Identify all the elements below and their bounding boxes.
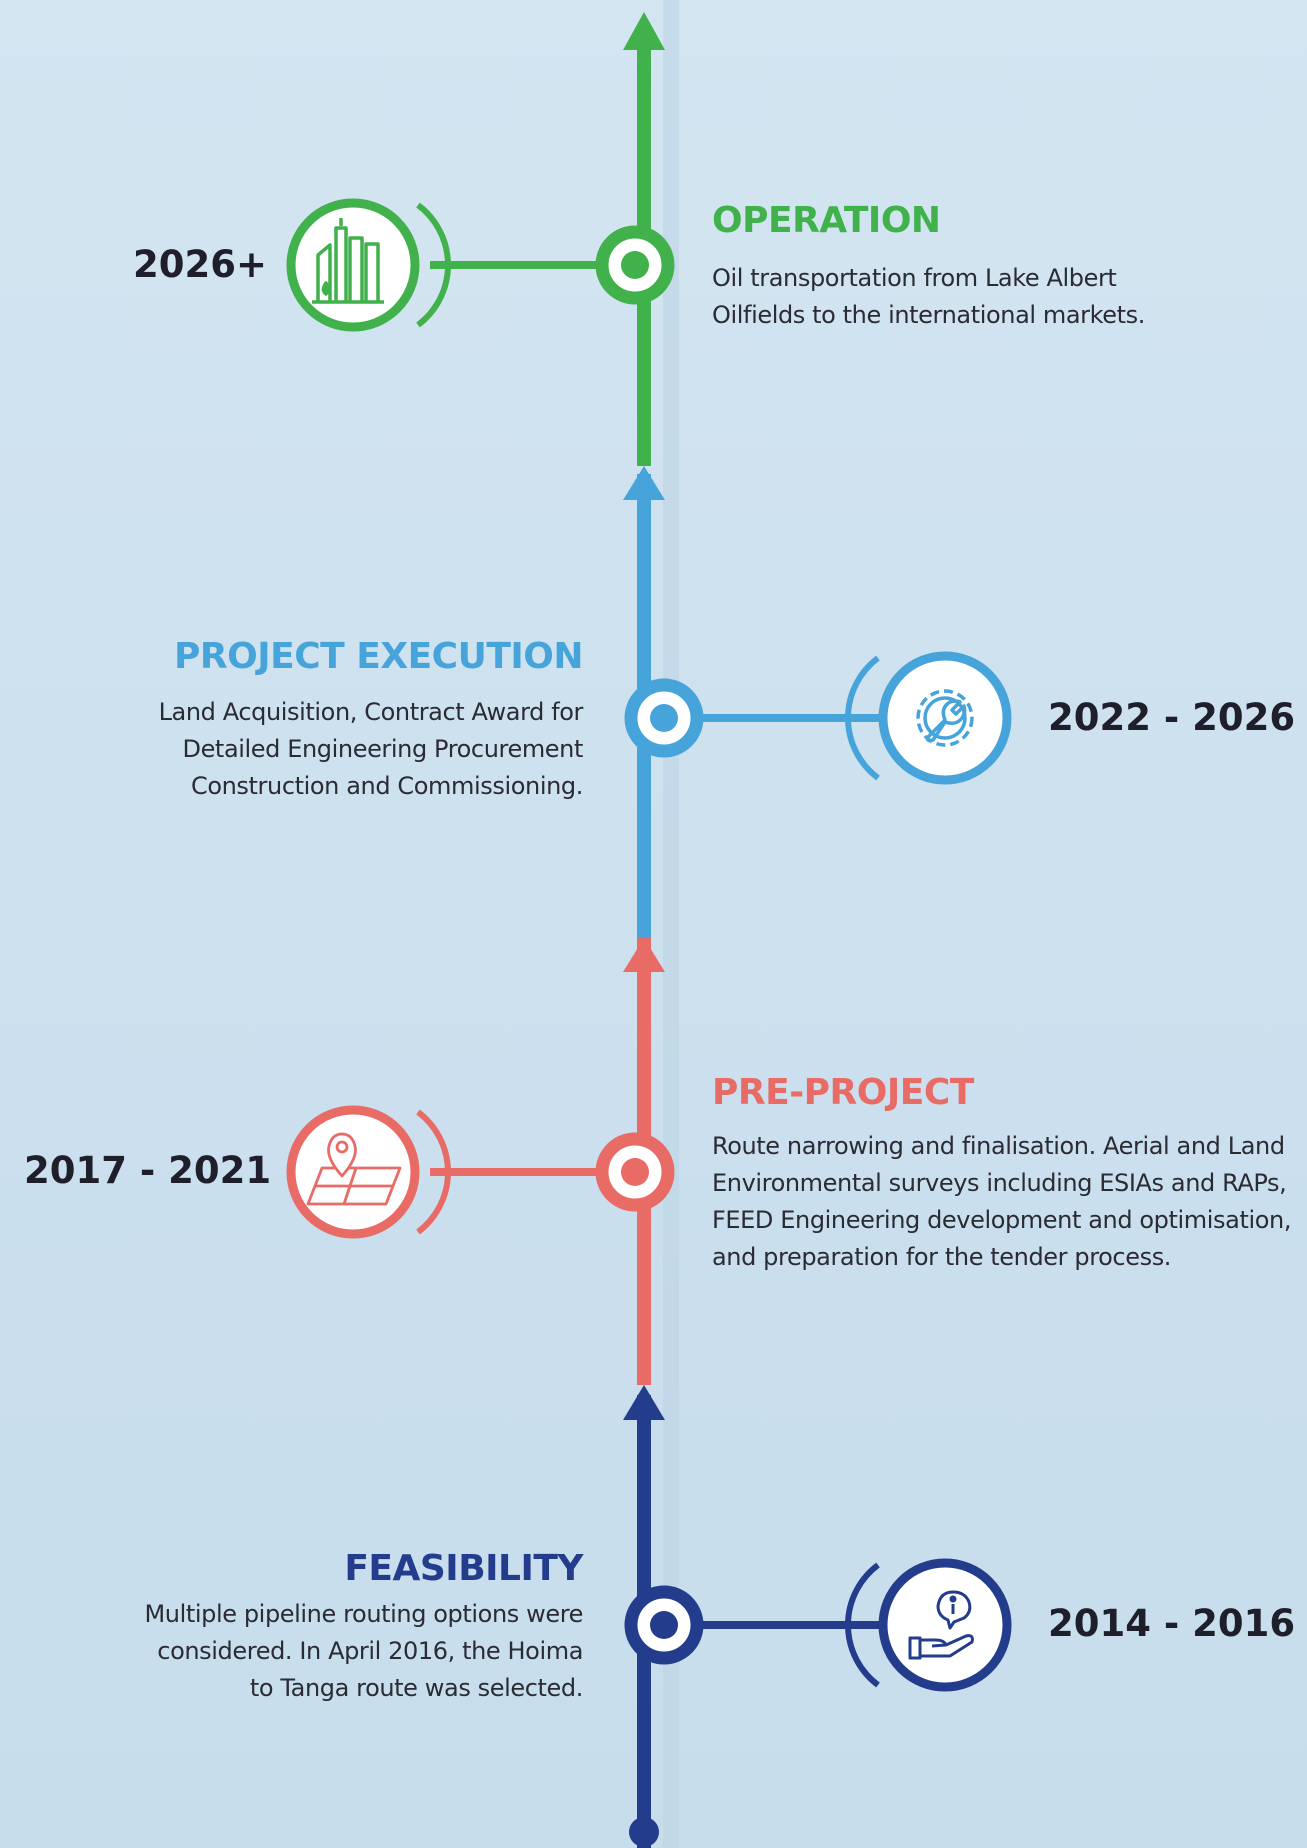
operation-year-label: 2026+ [133,243,267,286]
map-pin-icon [306,1132,402,1206]
timeline-start-dot [629,1817,659,1847]
description-line: to Tanga route was selected. [249,1674,584,1702]
preproject-description: Route narrowing and finalisation. Aerial… [712,1128,1291,1276]
operation-description: Oil transportation from Lake Albert Oilf… [712,260,1145,334]
execution-description: Land Acquisition, Contract Award for Det… [158,694,584,805]
operation-title: OPERATION [712,200,941,241]
execution-year-label: 2022 - 2026 [1048,696,1296,739]
feasibility-arrowhead [623,1385,665,1420]
preproject-node [286,1105,675,1239]
description-line: Land Acquisition, Contract Award for [158,698,584,726]
preproject-year-label: 2017 - 2021 [24,1149,272,1192]
feasibility-year-label: 2014 - 2016 [1048,1602,1296,1645]
description-line: Multiple pipeline routing options were [144,1600,583,1628]
preproject-title: PRE-PROJECT [712,1072,974,1113]
pipeline-background-trace [663,0,679,1848]
feasibility-title: FEASIBILITY [344,1548,583,1589]
info-hand-icon [908,1590,974,1660]
description-line: Construction and Commissioning. [190,772,583,800]
operation-node [286,198,675,332]
operation-arrowhead [623,12,665,50]
description-line: Oil transportation from Lake Albert [712,264,1117,292]
execution-title: PROJECT EXECUTION [174,636,583,677]
description-line: considered. In April 2016, the Hoima [157,1637,583,1665]
description-line: FEED Engineering development and optimis… [712,1206,1292,1234]
description-line: Route narrowing and finalisation. Aerial… [712,1132,1285,1160]
execution-node [624,651,1012,785]
description-line: Detailed Engineering Procurement [182,735,583,763]
description-line: and preparation for the tender process. [712,1243,1172,1271]
execution-arrowhead [623,466,665,500]
description-line: Environmental surveys including ESIAs an… [712,1169,1287,1197]
feasibility-description: Multiple pipeline routing options were c… [144,1596,583,1707]
preproject-arrowhead [623,938,665,972]
refinery-icon [312,218,384,304]
feasibility-node [624,1558,1012,1692]
gear-wrench-icon [916,689,974,747]
description-line: Oilfields to the international markets. [712,301,1145,329]
